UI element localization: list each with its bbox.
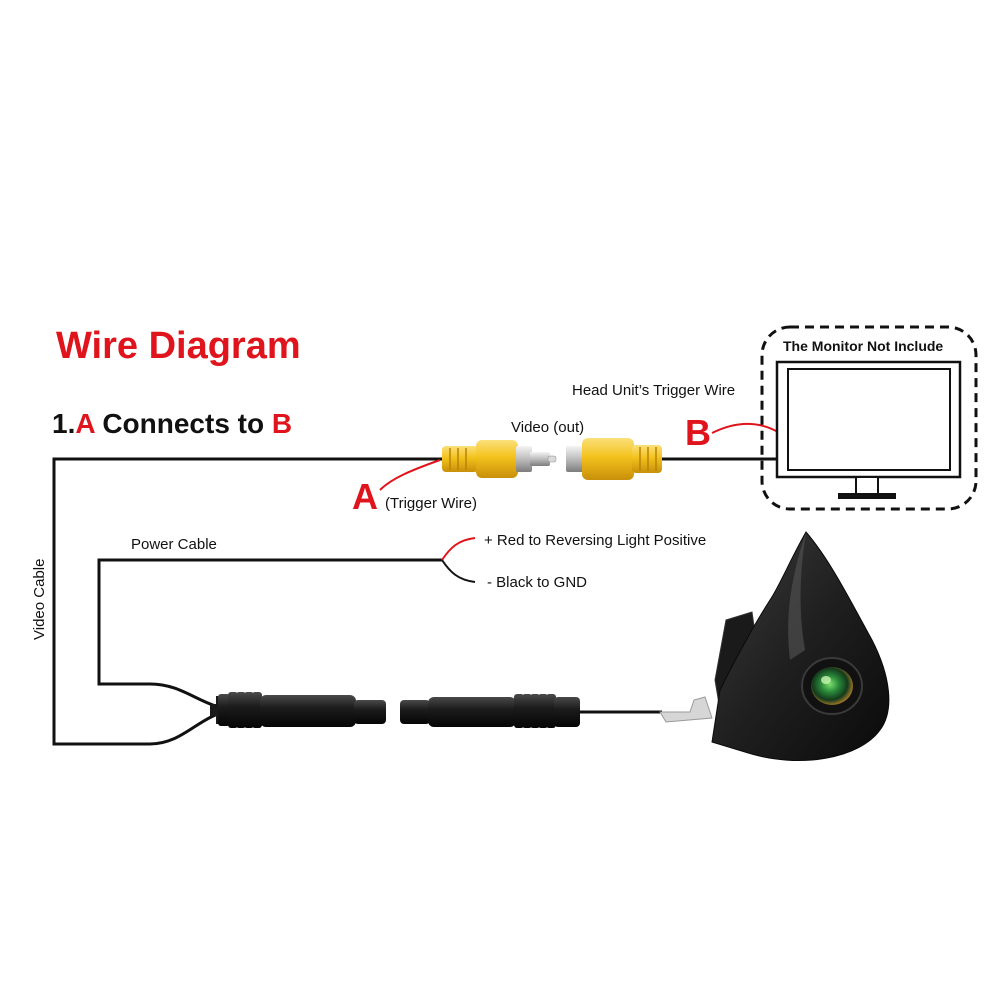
black-wire-lead xyxy=(441,559,476,583)
power-cable-label: Power Cable xyxy=(131,536,217,553)
step-connects-text: Connects to xyxy=(95,408,272,439)
rca-connector-female xyxy=(566,438,662,480)
page-title: Wire Diagram xyxy=(56,325,301,367)
monitor-screen-inner xyxy=(787,368,951,471)
red-positive-label: + Red to Reversing Light Positive xyxy=(484,532,706,549)
step-heading: 1.A Connects to B xyxy=(52,408,292,439)
monitor-label: The Monitor Not Include xyxy=(783,338,943,354)
power-cable-wire xyxy=(97,558,442,712)
aviation-plug-right xyxy=(400,694,580,728)
trigger-wire-label: (Trigger Wire) xyxy=(385,495,477,512)
rca-connector-male xyxy=(442,440,557,478)
step-point-b: B xyxy=(272,408,292,439)
point-b-label: B xyxy=(685,412,711,453)
camera-mount-bracket xyxy=(659,696,713,723)
monitor-stand-base xyxy=(838,493,896,499)
monitor-neck xyxy=(855,476,879,495)
camera-lens-icon xyxy=(811,667,853,705)
monitor-dashed-outline xyxy=(760,325,978,511)
red-wire-lead xyxy=(441,537,476,561)
step-point-a: A xyxy=(75,408,95,439)
video-cable-label: Video Cable xyxy=(31,559,48,640)
monitor-not-included: The Monitor Not Include xyxy=(760,325,978,511)
reverse-camera xyxy=(711,531,890,762)
point-a-label: A xyxy=(352,476,378,517)
video-out-label: Video (out) xyxy=(511,419,584,436)
black-gnd-label: - Black to GND xyxy=(487,574,587,591)
aviation-plug-left xyxy=(210,692,386,728)
step-number: 1. xyxy=(52,408,75,439)
point-b-pointer xyxy=(711,422,779,434)
point-a-pointer xyxy=(379,459,441,491)
head-unit-trigger-label: Head Unit’s Trigger Wire xyxy=(572,382,735,399)
